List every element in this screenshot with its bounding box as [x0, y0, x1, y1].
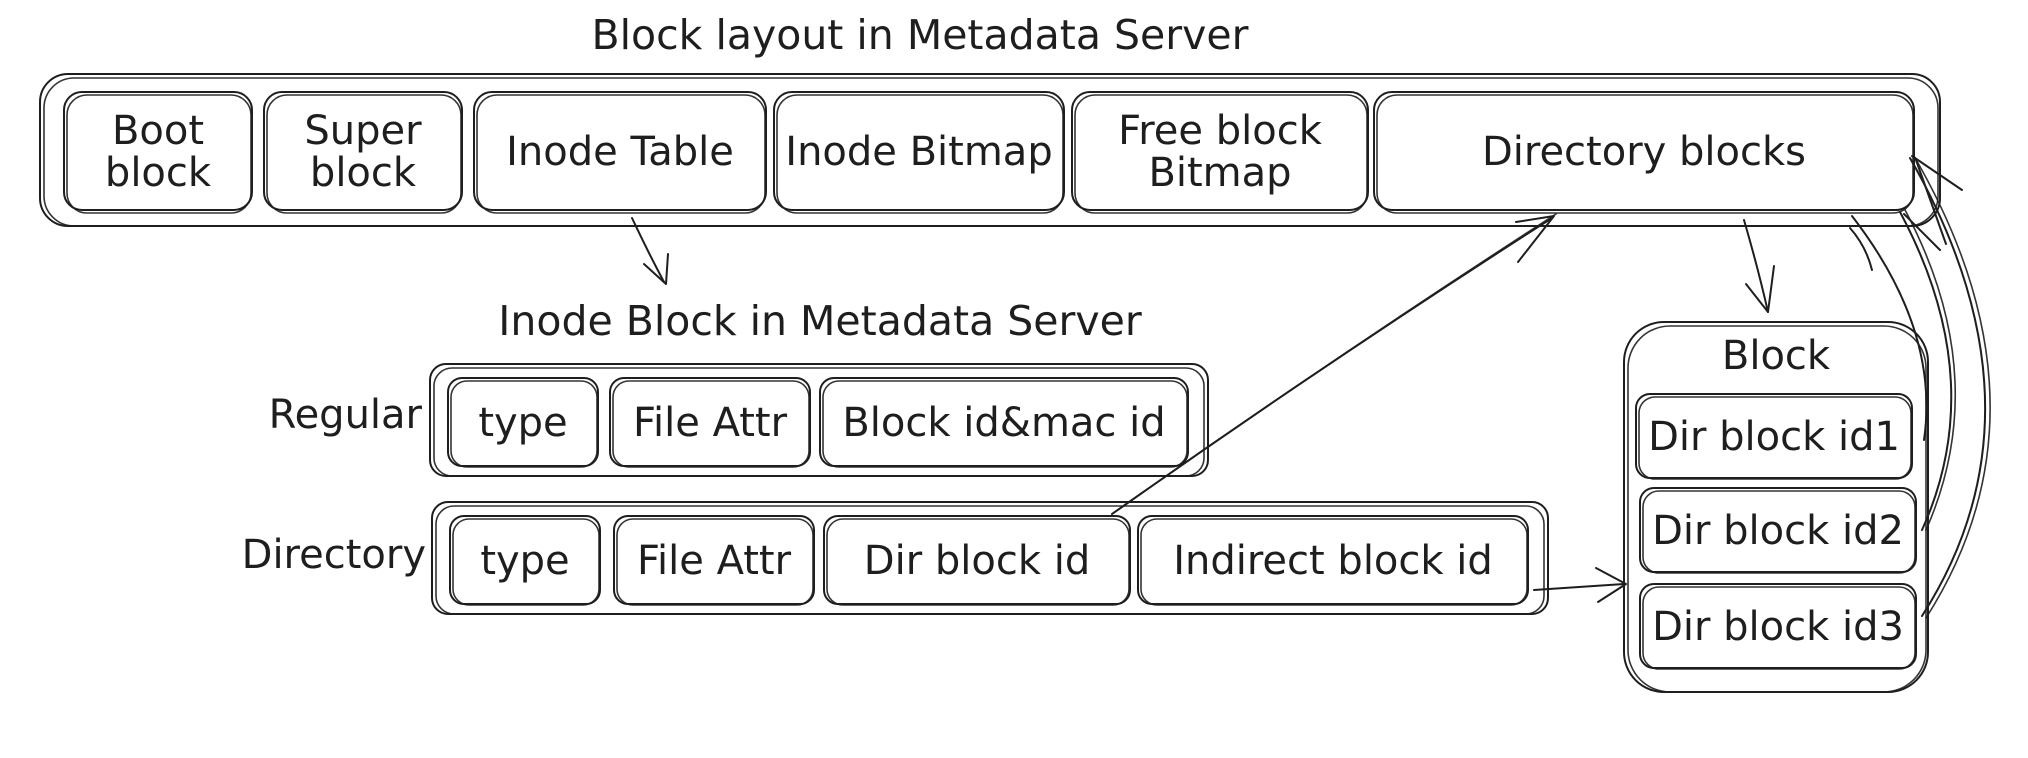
layout-cell-free-block-bitmap [1071, 91, 1369, 214]
block-box-title: Block [1721, 333, 1831, 379]
regular-cell-block-id [819, 377, 1189, 468]
directory-cell-type [449, 515, 601, 606]
layout-label-super: Super block [304, 108, 422, 196]
arrow-inode-table-to-inode-block [631, 217, 669, 285]
inode-block-title: Inode Block in Metadata Server [498, 297, 1142, 346]
block-item-2 [1639, 487, 1917, 574]
layout-label-free-block-bitmap: Free block Bitmap [1118, 108, 1322, 196]
directory-label-dir-block-id: Dir block id [863, 538, 1091, 584]
regular-cell-type [447, 377, 599, 468]
regular-cell-file-attr [609, 377, 811, 468]
block-item-label-1: Dir block id1 [1648, 414, 1900, 460]
block-item-label-2: Dir block id2 [1652, 508, 1904, 554]
layout-cell-inode-table [473, 91, 767, 214]
directory-label-indirect-block-id: Indirect block id [1173, 538, 1493, 584]
arrow-indirect-block-id-to-block-box [1533, 567, 1627, 603]
layout-cell-directory-blocks [1373, 91, 1915, 214]
arrow-dir-block-id-to-directory-blocks [1111, 213, 1557, 515]
block-item-3 [1639, 583, 1917, 670]
directory-row-label: Directory [241, 532, 426, 578]
directory-label-type: type [480, 538, 570, 584]
directory-label-file-attr: File Attr [636, 538, 792, 584]
layout-cell-super [263, 91, 463, 214]
directory-cell-indirect-block-id [1137, 515, 1529, 606]
layout-cell-inode-bitmap [773, 91, 1065, 214]
block-layout-container [39, 73, 1941, 227]
block-layout-title: Block layout in Metadata Server [591, 11, 1249, 60]
regular-label-file-attr: File Attr [632, 400, 788, 446]
arrow-directory-blocks-to-block-box [1743, 219, 1775, 313]
regular-label-type: type [478, 400, 568, 446]
layout-label-inode-table: Inode Table [506, 129, 734, 175]
block-item-label-3: Dir block id3 [1652, 604, 1904, 650]
regular-row-label: Regular [268, 392, 422, 438]
regular-row-container [429, 363, 1209, 477]
layout-label-boot: Boot block [104, 108, 212, 196]
arrow-block-items-to-directory-blocks [1849, 155, 1991, 619]
directory-cell-dir-block-id [823, 515, 1131, 606]
block-box-container [1623, 321, 1929, 693]
directory-row-container [431, 501, 1549, 615]
block-item-1 [1635, 393, 1913, 480]
layout-label-directory-blocks: Directory blocks [1481, 129, 1807, 175]
layout-label-inode-bitmap: Inode Bitmap [785, 129, 1053, 175]
layout-cell-boot [63, 91, 253, 214]
regular-label-block-id: Block id&mac id [842, 400, 1166, 446]
directory-cell-file-attr [613, 515, 815, 606]
